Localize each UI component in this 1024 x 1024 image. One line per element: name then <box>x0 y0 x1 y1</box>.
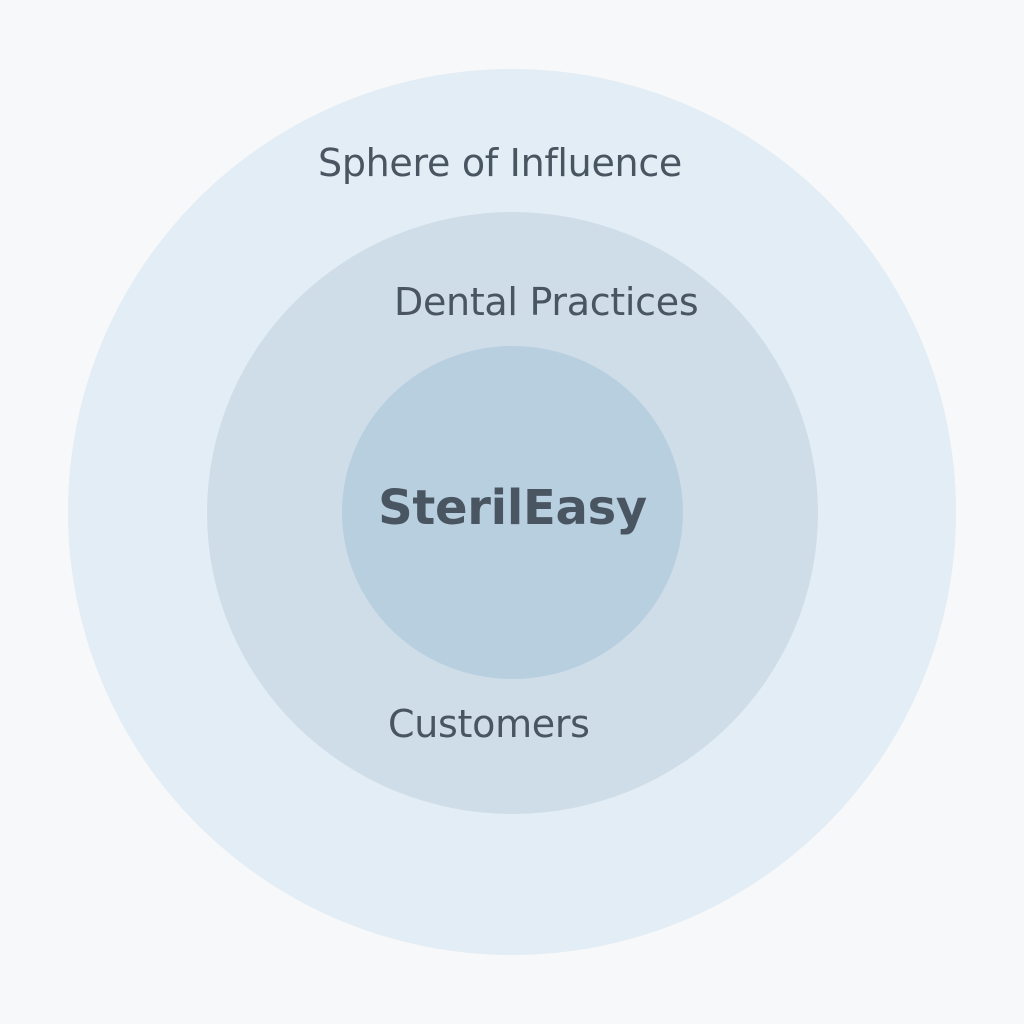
center-label: SterilEasy <box>378 480 647 536</box>
inner-ring <box>342 346 683 679</box>
middle-ring-label: Dental Practices <box>394 280 699 324</box>
outer-ring-label: Sphere of Influence <box>318 141 683 185</box>
customers-label: Customers <box>388 702 590 746</box>
